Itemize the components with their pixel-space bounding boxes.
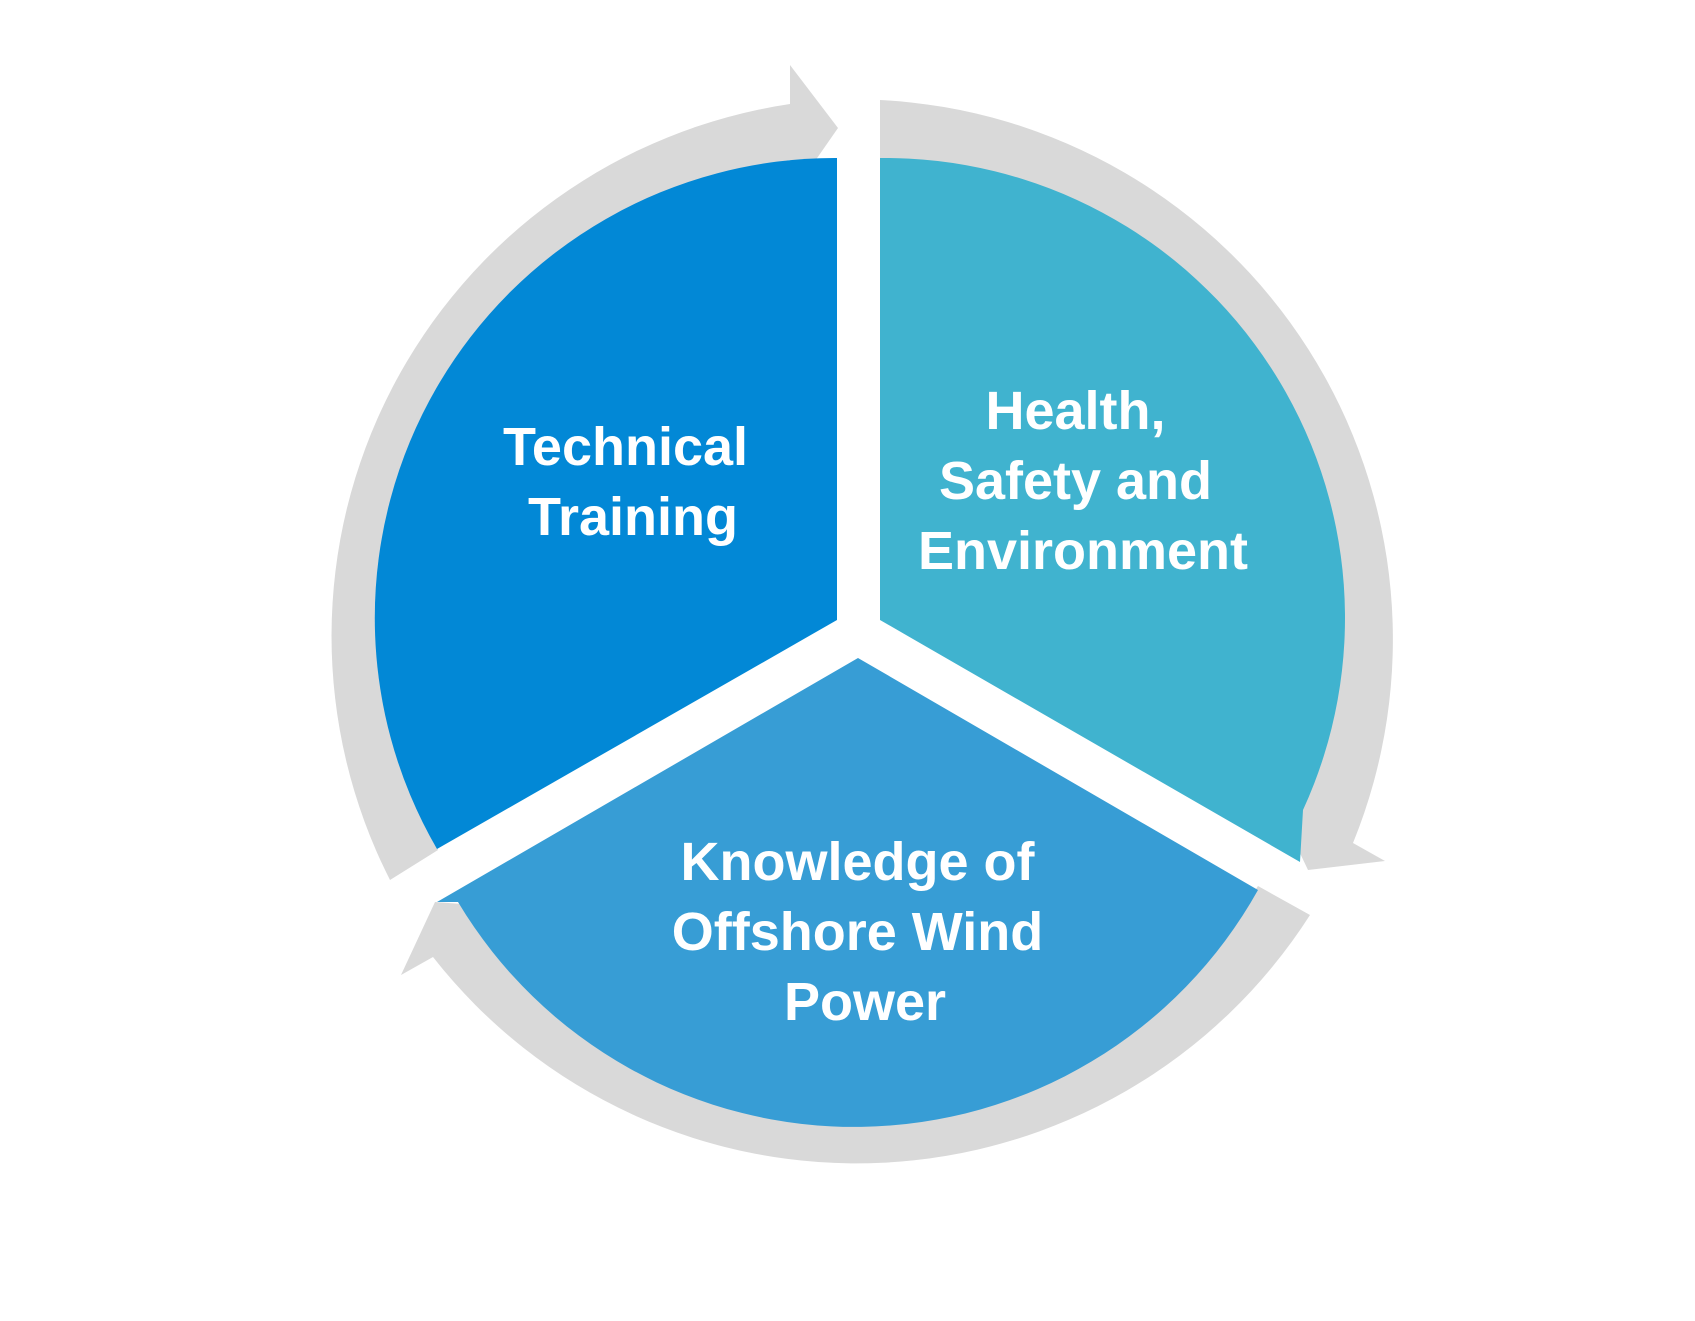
label-knowledge-line-3: Power (784, 972, 946, 1032)
label-knowledge-line-1: Knowledge of (681, 832, 1036, 892)
cycle-arrow-bottom (401, 886, 1310, 1164)
label-hse-line-3: Environment (918, 521, 1248, 581)
cycle-arrow-right (880, 100, 1393, 870)
label-technical-training-line-2: Training (528, 487, 738, 547)
label-hse-line-2: Safety and (939, 451, 1212, 511)
label-knowledge-line-2: Offshore Wind (672, 902, 1044, 962)
label-knowledge: Knowledge of Offshore Wind Power (672, 832, 1059, 1032)
label-technical-training-line-1: Technical (503, 417, 748, 477)
cycle-ring (331, 65, 1393, 1164)
segment-hse (880, 157, 1345, 863)
label-technical-training: Technical Training (503, 417, 763, 547)
segment-technical-training (374, 157, 837, 849)
label-hse: Health, Safety and Environment (918, 381, 1248, 581)
label-hse-line-1: Health, (985, 381, 1165, 441)
segment-knowledge (437, 658, 1258, 1127)
cycle-arrow-top (331, 65, 838, 880)
